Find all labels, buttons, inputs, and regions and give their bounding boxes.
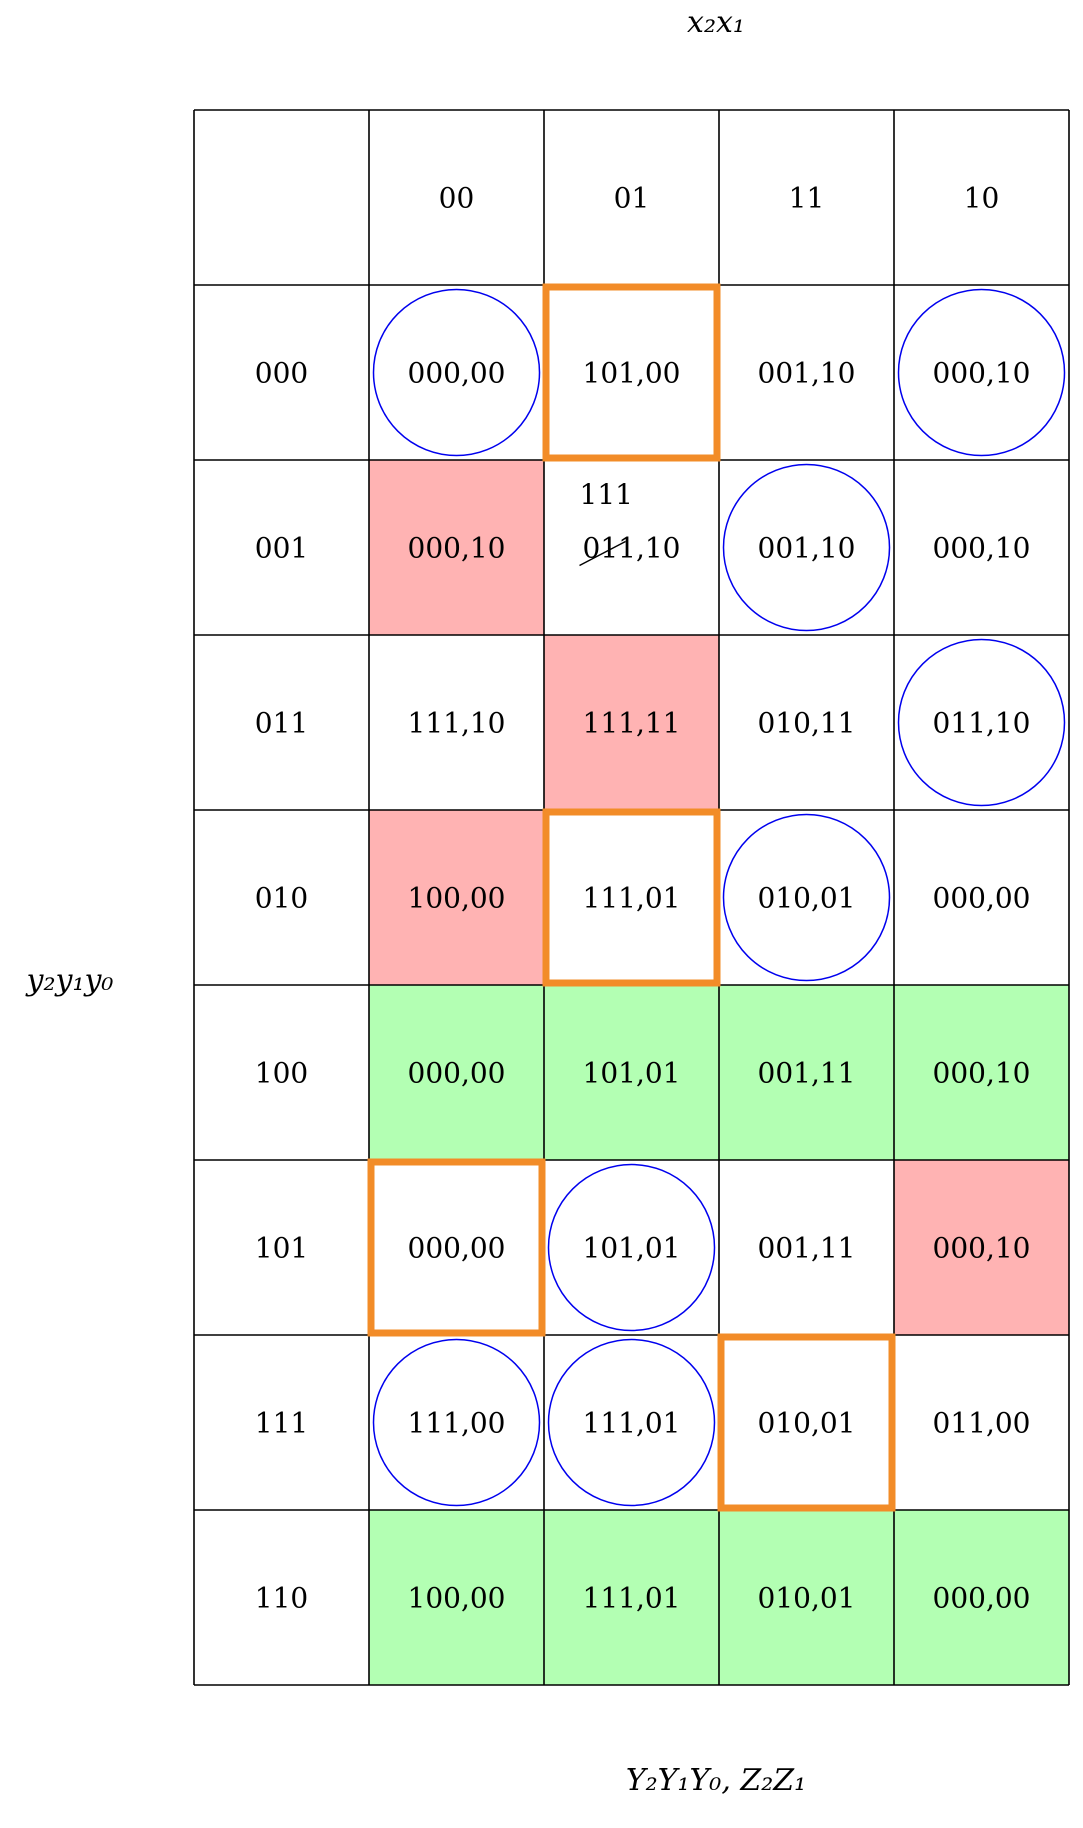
strike-through [579, 540, 626, 567]
column-header: 11 [789, 182, 825, 215]
column-header: 00 [439, 182, 475, 215]
cell-value: 111,00 [408, 1407, 506, 1440]
row-header: 011 [255, 707, 308, 740]
cell-value: 001,10 [758, 357, 856, 390]
cell-value: 010,01 [758, 882, 856, 915]
row-header: 100 [255, 1057, 308, 1090]
cell-value: 000,10 [933, 357, 1031, 390]
cell-fill-red [369, 460, 544, 635]
row-header: 101 [255, 1232, 308, 1265]
row-header: 010 [255, 882, 308, 915]
cell-value: 010,01 [758, 1582, 856, 1615]
cell-fill-red [544, 635, 719, 810]
stable-state-circle [547, 1163, 716, 1332]
cell-value: 010,01 [758, 1407, 856, 1440]
stable-state-circle [897, 638, 1066, 807]
cell-value: 011,00 [933, 1407, 1031, 1440]
cell-value: 100,00 [408, 882, 506, 915]
row-header: 000 [255, 357, 308, 390]
column-header: 01 [614, 182, 650, 215]
cell-value: 111,01 [583, 882, 681, 915]
cell-value: 111,01 [583, 1582, 681, 1615]
cell-value: 000,10 [933, 1232, 1031, 1265]
cell-value: 000,00 [408, 357, 506, 390]
highlight-box [542, 283, 721, 462]
cell-value: 011,10 [583, 532, 681, 565]
cell-value: 101,01 [583, 1232, 681, 1265]
highlight-box [367, 1158, 546, 1337]
cell-value: 000,10 [408, 532, 506, 565]
cell-value: 100,00 [408, 1582, 506, 1615]
cell-fills [369, 460, 1069, 1685]
row-axis-label: y₂y₁y₀ [25, 963, 114, 998]
stable-state-circle [372, 1338, 541, 1507]
cell-correction: 111 [580, 478, 633, 511]
cell-marks [367, 283, 1066, 1512]
column-header: 10 [964, 182, 1000, 215]
cell-value: 000,00 [933, 882, 1031, 915]
cell-value: 111,10 [408, 707, 506, 740]
cell-value: 000,10 [933, 1057, 1031, 1090]
cell-fill-green [369, 985, 544, 1160]
highlight-box [542, 808, 721, 987]
cell-fill-green [544, 1510, 719, 1685]
cell-fill-red [369, 810, 544, 985]
cell-fill-green [719, 1510, 894, 1685]
highlight-box [717, 1333, 896, 1512]
cell-value: 011,10 [933, 707, 1031, 740]
cell-value: 001,10 [758, 532, 856, 565]
cell-value: 000,00 [408, 1232, 506, 1265]
cell-value: 001,11 [758, 1232, 856, 1265]
column-axis-label: x₂x₁ [687, 5, 745, 40]
cell-value: 111,11 [583, 707, 681, 740]
stable-state-circle [897, 288, 1066, 457]
stable-state-circle [372, 288, 541, 457]
cell-value: 101,01 [583, 1057, 681, 1090]
stable-state-circle [722, 813, 891, 982]
cell-value: 001,11 [758, 1057, 856, 1090]
cell-fill-green [719, 985, 894, 1160]
cell-value: 000,00 [933, 1582, 1031, 1615]
cell-value: 000,10 [933, 532, 1031, 565]
stable-state-circle [722, 463, 891, 632]
cell-value: 111,01 [583, 1407, 681, 1440]
cell-fill-green [369, 1510, 544, 1685]
cell-value: 010,11 [758, 707, 856, 740]
stable-state-circle [547, 1338, 716, 1507]
cell-value: 101,00 [583, 357, 681, 390]
row-header: 001 [255, 532, 308, 565]
cell-fill-green [894, 1510, 1069, 1685]
row-header: 110 [255, 1582, 308, 1615]
cell-fill-red [894, 1160, 1069, 1335]
row-header: 111 [255, 1407, 308, 1440]
cell-value: 000,00 [408, 1057, 506, 1090]
cell-fill-green [544, 985, 719, 1160]
output-label: Y₂Y₁Y₀, Z₂Z₁ [626, 1763, 806, 1798]
cell-fill-green [894, 985, 1069, 1160]
